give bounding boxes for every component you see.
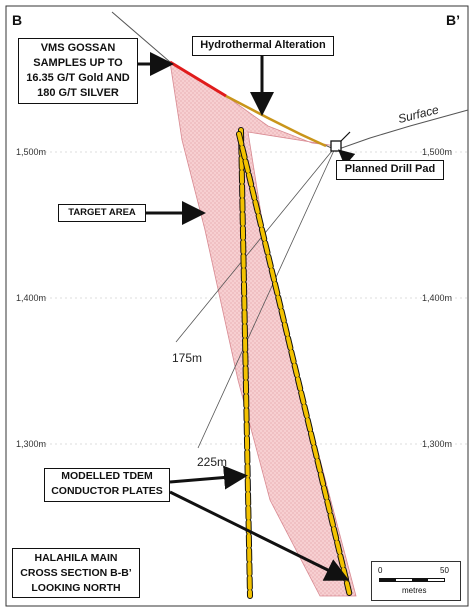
elev-1400-right: 1,400m bbox=[422, 293, 453, 303]
tdem-plate-left bbox=[239, 128, 252, 598]
tdem-arrow-2 bbox=[169, 490, 350, 581]
scale-seg-3 bbox=[412, 579, 428, 581]
elev-1500-right: 1,500m bbox=[422, 147, 453, 157]
tdem-arrow-1 bbox=[169, 465, 248, 490]
elev-1300-right: 1,300m bbox=[422, 439, 453, 449]
drill-hole-175 bbox=[175, 145, 337, 343]
elev-1500-left: 1,500m bbox=[16, 147, 47, 157]
gossan-line-1: VMS GOSSAN bbox=[40, 42, 116, 54]
section-title-box: HALAHILA MAIN CROSS SECTION B-B’ LOOKING… bbox=[12, 548, 140, 598]
hole-depth-175: 175m bbox=[172, 351, 203, 365]
tdem-line-1: MODELLED TDEM bbox=[61, 470, 153, 482]
tdem-line-2: CONDUCTOR PLATES bbox=[51, 485, 163, 497]
title-line-3: LOOKING NORTH bbox=[31, 582, 121, 594]
tdem-plate-right bbox=[237, 132, 352, 598]
gossan-callout: VMS GOSSAN SAMPLES UP TO 16.35 G/T Gold … bbox=[18, 38, 138, 104]
elev-1300-left: 1,300m bbox=[16, 439, 47, 449]
alteration-segment bbox=[225, 94, 327, 148]
gossan-line-4: 180 G/T SILVER bbox=[37, 87, 119, 99]
gossan-line-3: 16.35 G/T Gold AND bbox=[26, 72, 130, 84]
elev-1400-left: 1,400m bbox=[16, 293, 47, 303]
target-area-callout: TARGET AREA bbox=[58, 204, 146, 222]
drill-pad-marker bbox=[330, 140, 342, 152]
title-line-2: CROSS SECTION B-B’ bbox=[20, 567, 132, 579]
drill-pad-callout: Planned Drill Pad bbox=[336, 160, 444, 180]
section-label-right: B’ bbox=[446, 12, 460, 28]
tdem-callout: MODELLED TDEM CONDUCTOR PLATES bbox=[44, 468, 170, 502]
map-border bbox=[5, 5, 469, 607]
scale-bar-box: 0 50 metres bbox=[371, 561, 461, 601]
scale-unit: metres bbox=[402, 586, 427, 595]
hydrothermal-callout: Hydrothermal Alteration bbox=[192, 36, 334, 56]
scale-tick-50: 50 bbox=[440, 566, 449, 575]
scale-tick-0: 0 bbox=[378, 566, 383, 575]
title-line-1: HALAHILA MAIN bbox=[34, 552, 118, 564]
drill-pad-arrow bbox=[338, 149, 356, 166]
drill-hole-225 bbox=[197, 145, 337, 449]
scale-seg-1 bbox=[380, 579, 396, 581]
gossan-segment bbox=[169, 60, 227, 98]
scale-bar bbox=[379, 578, 445, 582]
gossan-line-2: SAMPLES UP TO bbox=[33, 57, 123, 69]
hole-depth-225: 225m bbox=[197, 455, 228, 469]
section-label-left: B bbox=[12, 12, 23, 28]
